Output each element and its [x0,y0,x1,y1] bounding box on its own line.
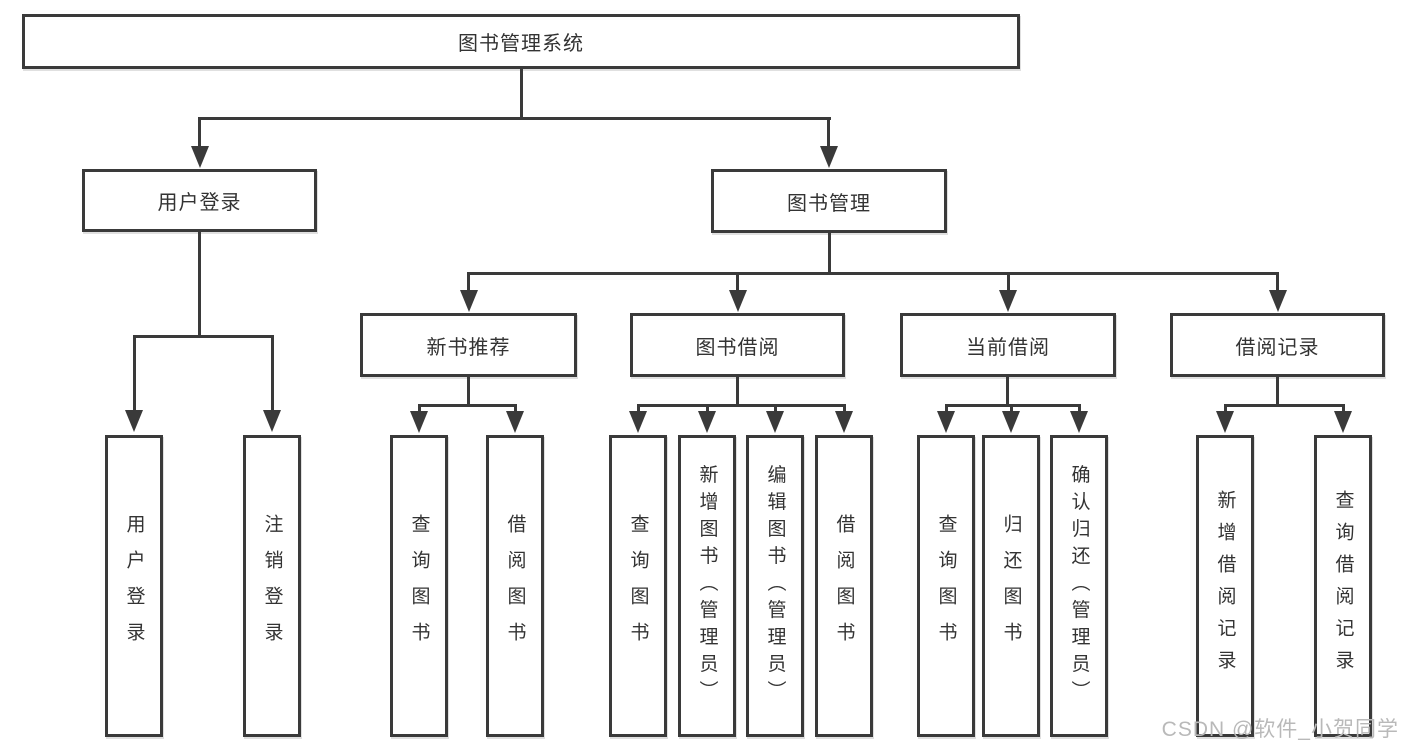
connector-mgmt-stem [828,233,831,272]
connector-drop [514,404,517,413]
arrow-down-icon [629,411,647,433]
node-user-login-branch: 用户登录 [82,169,317,232]
connector-drop [637,404,640,413]
arrow-down-icon [1269,290,1287,312]
connector-drop [271,335,274,411]
arrow-down-icon [1070,411,1088,433]
connector-stem [1006,377,1009,404]
connector-drop [736,272,739,290]
arrow-down-icon [835,411,853,433]
connector-drop [706,404,709,413]
connector-drop [1078,404,1081,413]
connector-user-stem [198,232,201,335]
arrow-down-icon [410,411,428,433]
node-new-book-recommendation: 新书推荐 [360,313,577,377]
leaf-borrow-books: 借阅图书 [486,435,544,737]
connector-stem [467,377,470,404]
arrow-down-icon [698,411,716,433]
node-book-management-branch: 图书管理 [711,169,947,233]
connector-drop [467,272,470,290]
arrow-down-icon [937,411,955,433]
leaf-query-books: 查询图书 [917,435,975,737]
leaf-label: 新增图书（管理员） [696,464,718,708]
arrow-down-icon [191,146,209,168]
arrow-down-icon [999,290,1017,312]
connector-drop [1342,404,1345,413]
connector-drop [1007,272,1010,290]
connector-rail [1224,404,1345,407]
leaf-add-books-admin: 新增图书（管理员） [678,435,736,737]
connector-drop [774,404,777,413]
connector-drop [1224,404,1227,413]
connector-rail [945,404,1081,407]
arrow-down-icon [766,411,784,433]
leaf-label: 编辑图书（管理员） [764,464,786,708]
connector-stem [736,377,739,404]
arrow-down-icon [125,410,143,432]
connector-drop [827,117,830,147]
leaf-add-borrow-record: 新增借阅记录 [1196,435,1254,737]
node-current-borrowing: 当前借阅 [900,313,1116,377]
leaf-label: 注销登录 [261,514,283,658]
connector-user-rail [133,335,274,338]
arrow-down-icon [263,410,281,432]
connector-stem [1276,377,1279,404]
leaf-label: 查询借阅记录 [1332,490,1354,682]
connector-drop [945,404,948,413]
leaf-label: 归还图书 [1000,514,1022,658]
leaf-borrow-books: 借阅图书 [815,435,873,737]
leaf-label: 借阅图书 [833,514,855,658]
connector-drop [418,404,421,413]
leaf-user-login: 用户登录 [105,435,163,737]
arrow-down-icon [1216,411,1234,433]
arrow-down-icon [460,290,478,312]
arrow-down-icon [1002,411,1020,433]
connector-rail [418,404,517,407]
connector-level2-rail [198,117,831,120]
csdn-watermark: CSDN @软件_小贺同学 [1161,718,1399,741]
connector-rail [637,404,846,407]
leaf-query-books: 查询图书 [609,435,667,737]
leaf-return-books: 归还图书 [982,435,1040,737]
leaf-label: 用户登录 [123,514,145,658]
leaf-label: 查询图书 [408,514,430,658]
arrow-down-icon [1334,411,1352,433]
connector-drop [843,404,846,413]
node-borrowing-records: 借阅记录 [1170,313,1385,377]
leaf-label: 查询图书 [627,514,649,658]
leaf-label: 新增借阅记录 [1214,490,1236,682]
leaf-query-borrow-record: 查询借阅记录 [1314,435,1372,737]
leaf-edit-books-admin: 编辑图书（管理员） [746,435,804,737]
arrow-down-icon [820,146,838,168]
arrow-down-icon [506,411,524,433]
leaf-label: 借阅图书 [504,514,526,658]
arrow-down-icon [729,290,747,312]
leaf-logout: 注销登录 [243,435,301,737]
leaf-label: 查询图书 [935,514,957,658]
leaf-query-books: 查询图书 [390,435,448,737]
connector-root-stem [520,69,523,117]
connector-drop [198,117,201,147]
leaf-confirm-return-admin: 确认归还（管理员） [1050,435,1108,737]
connector-sections-rail [467,272,1279,275]
connector-drop [1010,404,1013,413]
node-library-system: 图书管理系统 [22,14,1020,69]
node-book-borrowing: 图书借阅 [630,313,845,377]
leaf-label: 确认归还（管理员） [1068,464,1090,708]
connector-drop [1276,272,1279,290]
connector-drop [133,335,136,411]
